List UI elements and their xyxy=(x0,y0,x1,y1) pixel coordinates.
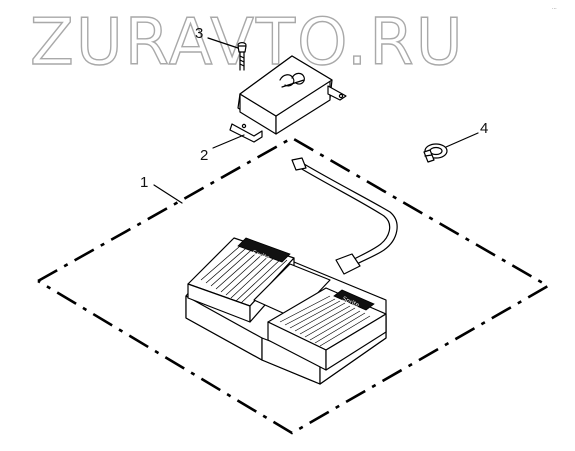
hose-clamp-part xyxy=(423,143,448,163)
right-pedal-ribs xyxy=(279,295,371,347)
callout-1: 1 xyxy=(140,174,148,191)
foot-pedal-part: Sprite Sprite xyxy=(185,157,398,385)
callout-4: 4 xyxy=(480,120,488,137)
leader-2 xyxy=(212,134,245,149)
kit-boundary-outline xyxy=(37,136,551,435)
leader-1 xyxy=(153,184,183,204)
corner-mark: ... xyxy=(552,5,557,11)
leader-3 xyxy=(207,37,239,49)
screw-part xyxy=(237,41,247,71)
leader-4 xyxy=(445,132,479,148)
callout-leaders xyxy=(153,37,479,204)
bracket-part xyxy=(229,55,347,143)
watermark-text: ZURAVTO.RU xyxy=(30,6,465,80)
callout-3: 3 xyxy=(195,25,203,42)
callout-2: 2 xyxy=(200,147,208,164)
